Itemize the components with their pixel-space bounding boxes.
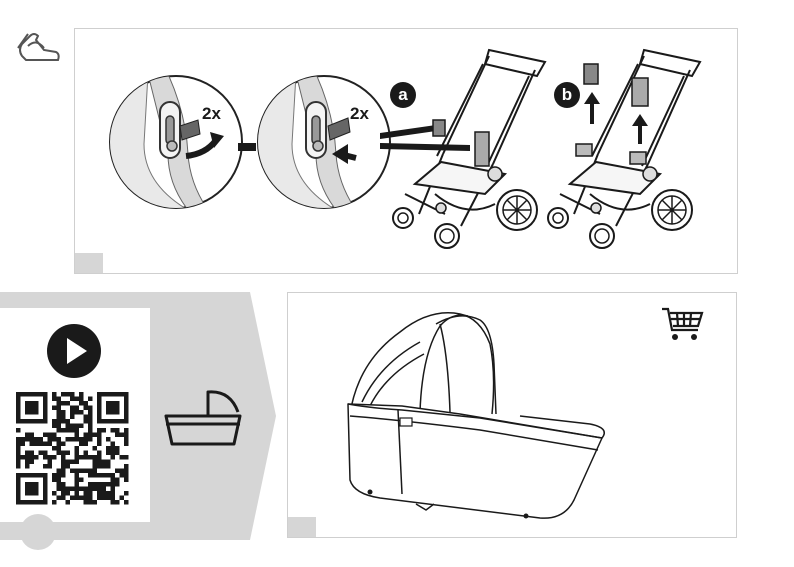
step-number-tab	[75, 253, 103, 273]
carrycot-icon	[162, 386, 244, 448]
carrycot-illustration	[340, 304, 610, 524]
step-number-tab-bottom	[288, 517, 316, 537]
car-seat-icon	[14, 30, 62, 66]
page-marker-circle	[20, 514, 56, 550]
latch-detail-right	[256, 74, 392, 210]
repeat-label-right: 2x	[350, 104, 369, 124]
stroller-frame-b	[540, 44, 700, 256]
latch-detail-left	[108, 74, 244, 210]
play-icon[interactable]	[46, 323, 102, 379]
shopping-cart-icon[interactable]	[662, 306, 704, 342]
repeat-label-left: 2x	[202, 104, 221, 124]
stroller-frame-a	[385, 44, 545, 256]
connector-bar	[238, 143, 256, 151]
qr-code[interactable]	[16, 392, 132, 506]
